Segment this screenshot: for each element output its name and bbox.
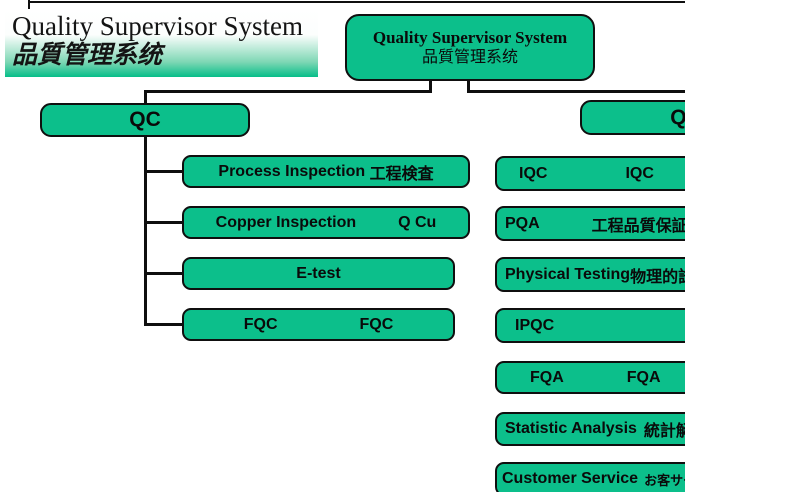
connector-right-horizontal — [467, 90, 685, 93]
node-fqa: FQA FQA — [495, 361, 685, 394]
connector-qc-trunk — [144, 136, 147, 326]
connector-stub-copper — [144, 221, 184, 224]
top-border-tick — [28, 0, 30, 10]
node-customer-service: Customer Service お客サービス — [495, 462, 685, 492]
node-label-en: FQA — [530, 368, 564, 386]
node-label-extra: FQC — [359, 315, 394, 333]
node-fqc: FQC FQC — [182, 308, 455, 341]
connector-qc-drop — [144, 90, 147, 105]
node-label-en: PQA — [505, 214, 540, 232]
node-label-extra: IQC — [625, 164, 654, 182]
node-iqc: IQC IQC — [495, 156, 685, 191]
node-label-en: Physical Testing — [505, 265, 631, 283]
connector-stub-process — [144, 170, 184, 173]
node-e-test: E-test — [182, 257, 455, 290]
root-node: Quality Supervisor System 品質管理系统 — [345, 14, 595, 81]
root-title: Quality Supervisor System — [372, 28, 568, 47]
banner-title: Quality Supervisor System — [12, 11, 303, 41]
node-label-jp: 統計解析 — [643, 423, 685, 440]
connector-left-horizontal — [144, 90, 432, 93]
node-label-en: FQC — [243, 315, 278, 333]
title-banner: Quality Supervisor System 品質管理系统 — [5, 9, 318, 77]
connector-stub-fqc — [144, 323, 184, 326]
node-label-jp: 工程品質保証 — [591, 217, 685, 235]
node-label-en: Copper Inspection — [215, 213, 357, 231]
connector-root-right-drop — [467, 80, 470, 92]
node-label-jp: 工程検査 — [369, 165, 434, 183]
root-subtitle: 品質管理系统 — [421, 49, 518, 66]
node-label-extra: FQA — [626, 368, 661, 386]
node-label-en: IPQC — [515, 316, 555, 334]
node-label-en: IQC — [519, 164, 548, 182]
node-label-en: Customer Service — [502, 470, 639, 487]
node-copper-inspection: Copper Inspection Q Cu — [182, 206, 470, 239]
node-label-en: Process Inspection — [218, 162, 366, 180]
connector-stub-etest — [144, 272, 184, 275]
node-label-en: E-test — [296, 264, 341, 282]
top-border-line — [28, 1, 685, 3]
qc-label: QC — [129, 108, 161, 131]
node-statistic-analysis: Statistic Analysis 統計解析 — [495, 412, 685, 446]
connector-root-left-drop — [429, 80, 432, 92]
qa-label: QA — [670, 105, 685, 129]
node-process-inspection: Process Inspection 工程検査 — [182, 155, 470, 188]
node-label-en: Statistic Analysis — [505, 420, 637, 437]
node-label-jp: 物理的試験 — [630, 268, 685, 286]
node-label-jp: お客サービス — [644, 472, 685, 488]
node-label-extra: Q Cu — [398, 213, 437, 231]
node-physical-testing: Physical Testing物理的試験 — [495, 257, 685, 292]
qa-branch-node: QA — [580, 100, 685, 135]
node-ipqc: IPQC — [495, 308, 685, 343]
node-pqa: PQA 工程品質保証 — [495, 206, 685, 241]
qc-branch-node: QC — [40, 103, 250, 137]
banner-subtitle: 品質管理系统 — [12, 42, 163, 69]
org-chart: Quality Supervisor System 品質管理系统 Quality… — [5, 0, 685, 492]
